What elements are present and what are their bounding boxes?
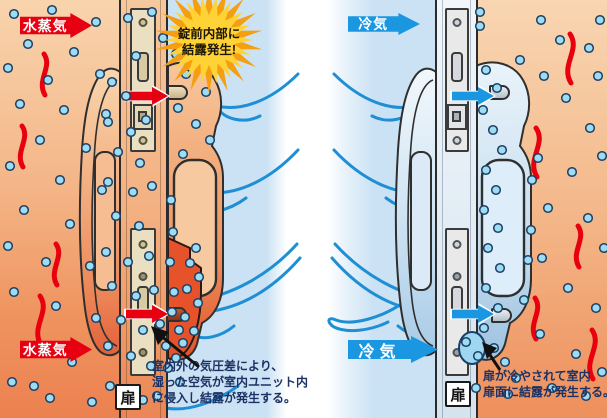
left-door-edge — [119, 0, 168, 418]
deadbolt-opening-icon — [447, 104, 467, 130]
screw-icon — [452, 136, 462, 145]
left-annotation: 室内外の気圧差により、 湿った空気が室内ユニット内 に侵入し結露が発生する。 — [152, 358, 308, 406]
annotation-line: 湿った空気が室内ユニット内 — [152, 375, 309, 389]
burst-callout-text: 錠前内部に 結露発生! — [157, 26, 261, 58]
door-edge-line — [126, 0, 127, 418]
burst-line-2: 結露発生! — [181, 43, 237, 57]
keyhole-icon — [452, 272, 462, 281]
left-upper-faceplate — [130, 8, 156, 152]
keyhole-icon — [138, 348, 148, 357]
right-door-edge — [435, 0, 478, 418]
deadbolt-icon — [138, 111, 147, 122]
annotation-line: 室内外の気圧差により、 — [152, 359, 284, 373]
right-door-tag: 扉 — [445, 381, 471, 407]
cold-air-label: 冷気 — [358, 343, 401, 361]
latch-bolt-icon — [451, 52, 463, 82]
door-edge-line — [470, 0, 471, 418]
water-vapor-label: 水蒸気 — [22, 17, 68, 34]
deadbolt-icon — [452, 111, 461, 122]
right-upper-faceplate — [445, 8, 469, 152]
door-edge-line — [160, 0, 161, 418]
keyhole-icon — [452, 348, 462, 357]
keyhole-icon — [138, 272, 148, 281]
screw-icon — [452, 240, 462, 249]
annotation-line: 扉面に結露が発生する。 — [483, 385, 607, 399]
annotation-line: 扉が冷やされて室内 — [483, 369, 591, 383]
annotation-line: に侵入し結露が発生する。 — [152, 391, 297, 405]
screw-icon — [138, 18, 148, 27]
screw-icon — [138, 240, 148, 249]
lock-cylinder-icon — [491, 308, 512, 323]
door-tag-label: 扉 — [120, 389, 136, 407]
latch-bolt-icon — [137, 52, 149, 82]
screw-icon — [138, 136, 148, 145]
right-lower-faceplate — [445, 228, 469, 376]
cold-air-label: 冷気 — [358, 16, 389, 32]
right-annotation: 扉が冷やされて室内 扉面に結露が発生する。 — [483, 368, 607, 400]
water-vapor-label: 水蒸気 — [22, 341, 68, 358]
left-lower-faceplate — [130, 228, 156, 376]
lock-cylinder-icon — [167, 85, 188, 100]
screw-icon — [452, 18, 462, 27]
left-door-tag: 扉 — [115, 384, 141, 410]
burst-line-1: 錠前内部に — [177, 27, 241, 41]
deadbolt-opening-icon — [133, 104, 153, 130]
door-tag-label: 扉 — [450, 386, 466, 404]
warm-indoor-zone — [477, 0, 607, 418]
door-edge-line — [442, 0, 443, 418]
cold-air-arrow-top: 冷気 — [348, 13, 420, 35]
